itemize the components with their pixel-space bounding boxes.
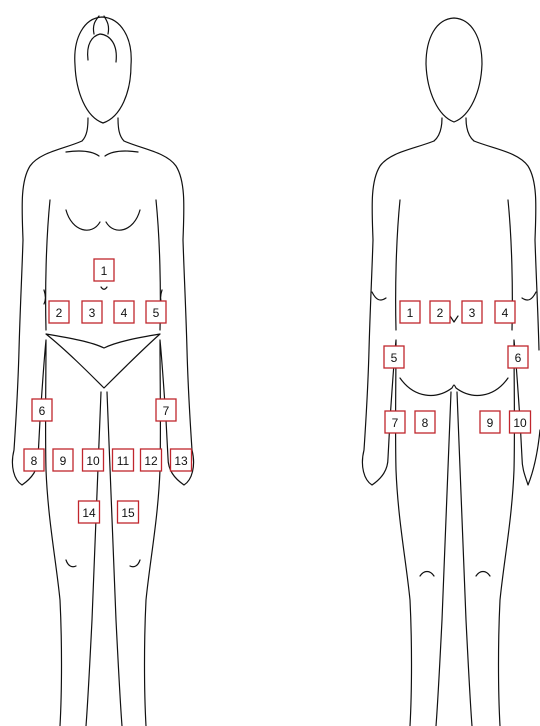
back-marker-4: 4 <box>495 301 515 323</box>
front-inner-legs <box>86 392 122 726</box>
front-head-outline <box>75 17 131 123</box>
back-marker-label: 3 <box>469 306 476 320</box>
front-marker-13: 13 <box>171 449 192 471</box>
front-marker-8: 8 <box>24 449 44 471</box>
front-marker-7: 7 <box>156 399 176 421</box>
front-marker-label: 6 <box>39 404 46 418</box>
front-navel <box>101 287 107 289</box>
back-marker-6: 6 <box>508 346 528 368</box>
front-marker-label: 9 <box>60 454 67 468</box>
front-underwear <box>46 334 160 388</box>
back-marker-3: 3 <box>462 301 482 323</box>
back-head-outline <box>426 18 482 122</box>
front-marker-6: 6 <box>32 399 52 421</box>
front-marker-label: 1 <box>101 264 108 278</box>
front-marker-10: 10 <box>83 449 104 471</box>
front-marker-4: 4 <box>114 301 134 323</box>
front-marker-label: 8 <box>31 454 38 468</box>
front-marker-9: 9 <box>53 449 73 471</box>
back-marker-label: 1 <box>407 306 414 320</box>
back-marker-9: 9 <box>480 411 500 433</box>
back-figure <box>362 18 540 726</box>
back-marker-8: 8 <box>415 411 435 433</box>
front-knees <box>66 560 140 567</box>
front-marker-label: 14 <box>82 506 96 520</box>
back-marker-10: 10 <box>510 411 531 433</box>
front-neck <box>82 118 124 141</box>
back-buttocks <box>400 378 508 395</box>
front-figure <box>12 16 193 726</box>
front-marker-label: 5 <box>153 306 160 320</box>
front-marker-label: 12 <box>144 454 158 468</box>
back-marker-label: 7 <box>392 416 399 430</box>
back-spine <box>450 316 458 322</box>
back-marker-label: 8 <box>422 416 429 430</box>
back-marker-label: 10 <box>513 416 527 430</box>
front-marker-12: 12 <box>141 449 162 471</box>
front-collarbones <box>66 151 138 156</box>
front-marker-label: 4 <box>121 306 128 320</box>
back-marker-label: 5 <box>391 351 398 365</box>
front-hair <box>88 16 117 62</box>
back-knees <box>420 572 490 577</box>
front-marker-label: 3 <box>89 306 96 320</box>
front-marker-3: 3 <box>82 301 102 323</box>
back-marker-label: 6 <box>515 351 522 365</box>
front-marker-label: 7 <box>163 404 170 418</box>
back-inner-legs <box>436 392 472 726</box>
back-marker-2: 2 <box>430 301 450 323</box>
back-marker-7: 7 <box>385 411 405 433</box>
front-marker-14: 14 <box>79 501 100 523</box>
back-marker-5: 5 <box>384 346 404 368</box>
front-chest <box>66 210 140 230</box>
front-body-outline <box>12 141 193 726</box>
back-marker-1: 1 <box>400 301 420 323</box>
front-marker-label: 10 <box>86 454 100 468</box>
front-marker-15: 15 <box>118 501 139 523</box>
front-marker-1: 1 <box>94 259 114 281</box>
front-marker-label: 13 <box>174 454 188 468</box>
front-marker-5: 5 <box>146 301 166 323</box>
back-marker-label: 2 <box>437 306 444 320</box>
back-waist <box>372 292 536 300</box>
front-marker-label: 2 <box>56 306 63 320</box>
back-marker-label: 4 <box>502 306 509 320</box>
front-marker-label: 15 <box>121 506 135 520</box>
front-marker-label: 11 <box>117 454 130 468</box>
front-marker-2: 2 <box>49 301 69 323</box>
back-marker-label: 9 <box>487 416 494 430</box>
front-marker-11: 11 <box>113 449 134 471</box>
